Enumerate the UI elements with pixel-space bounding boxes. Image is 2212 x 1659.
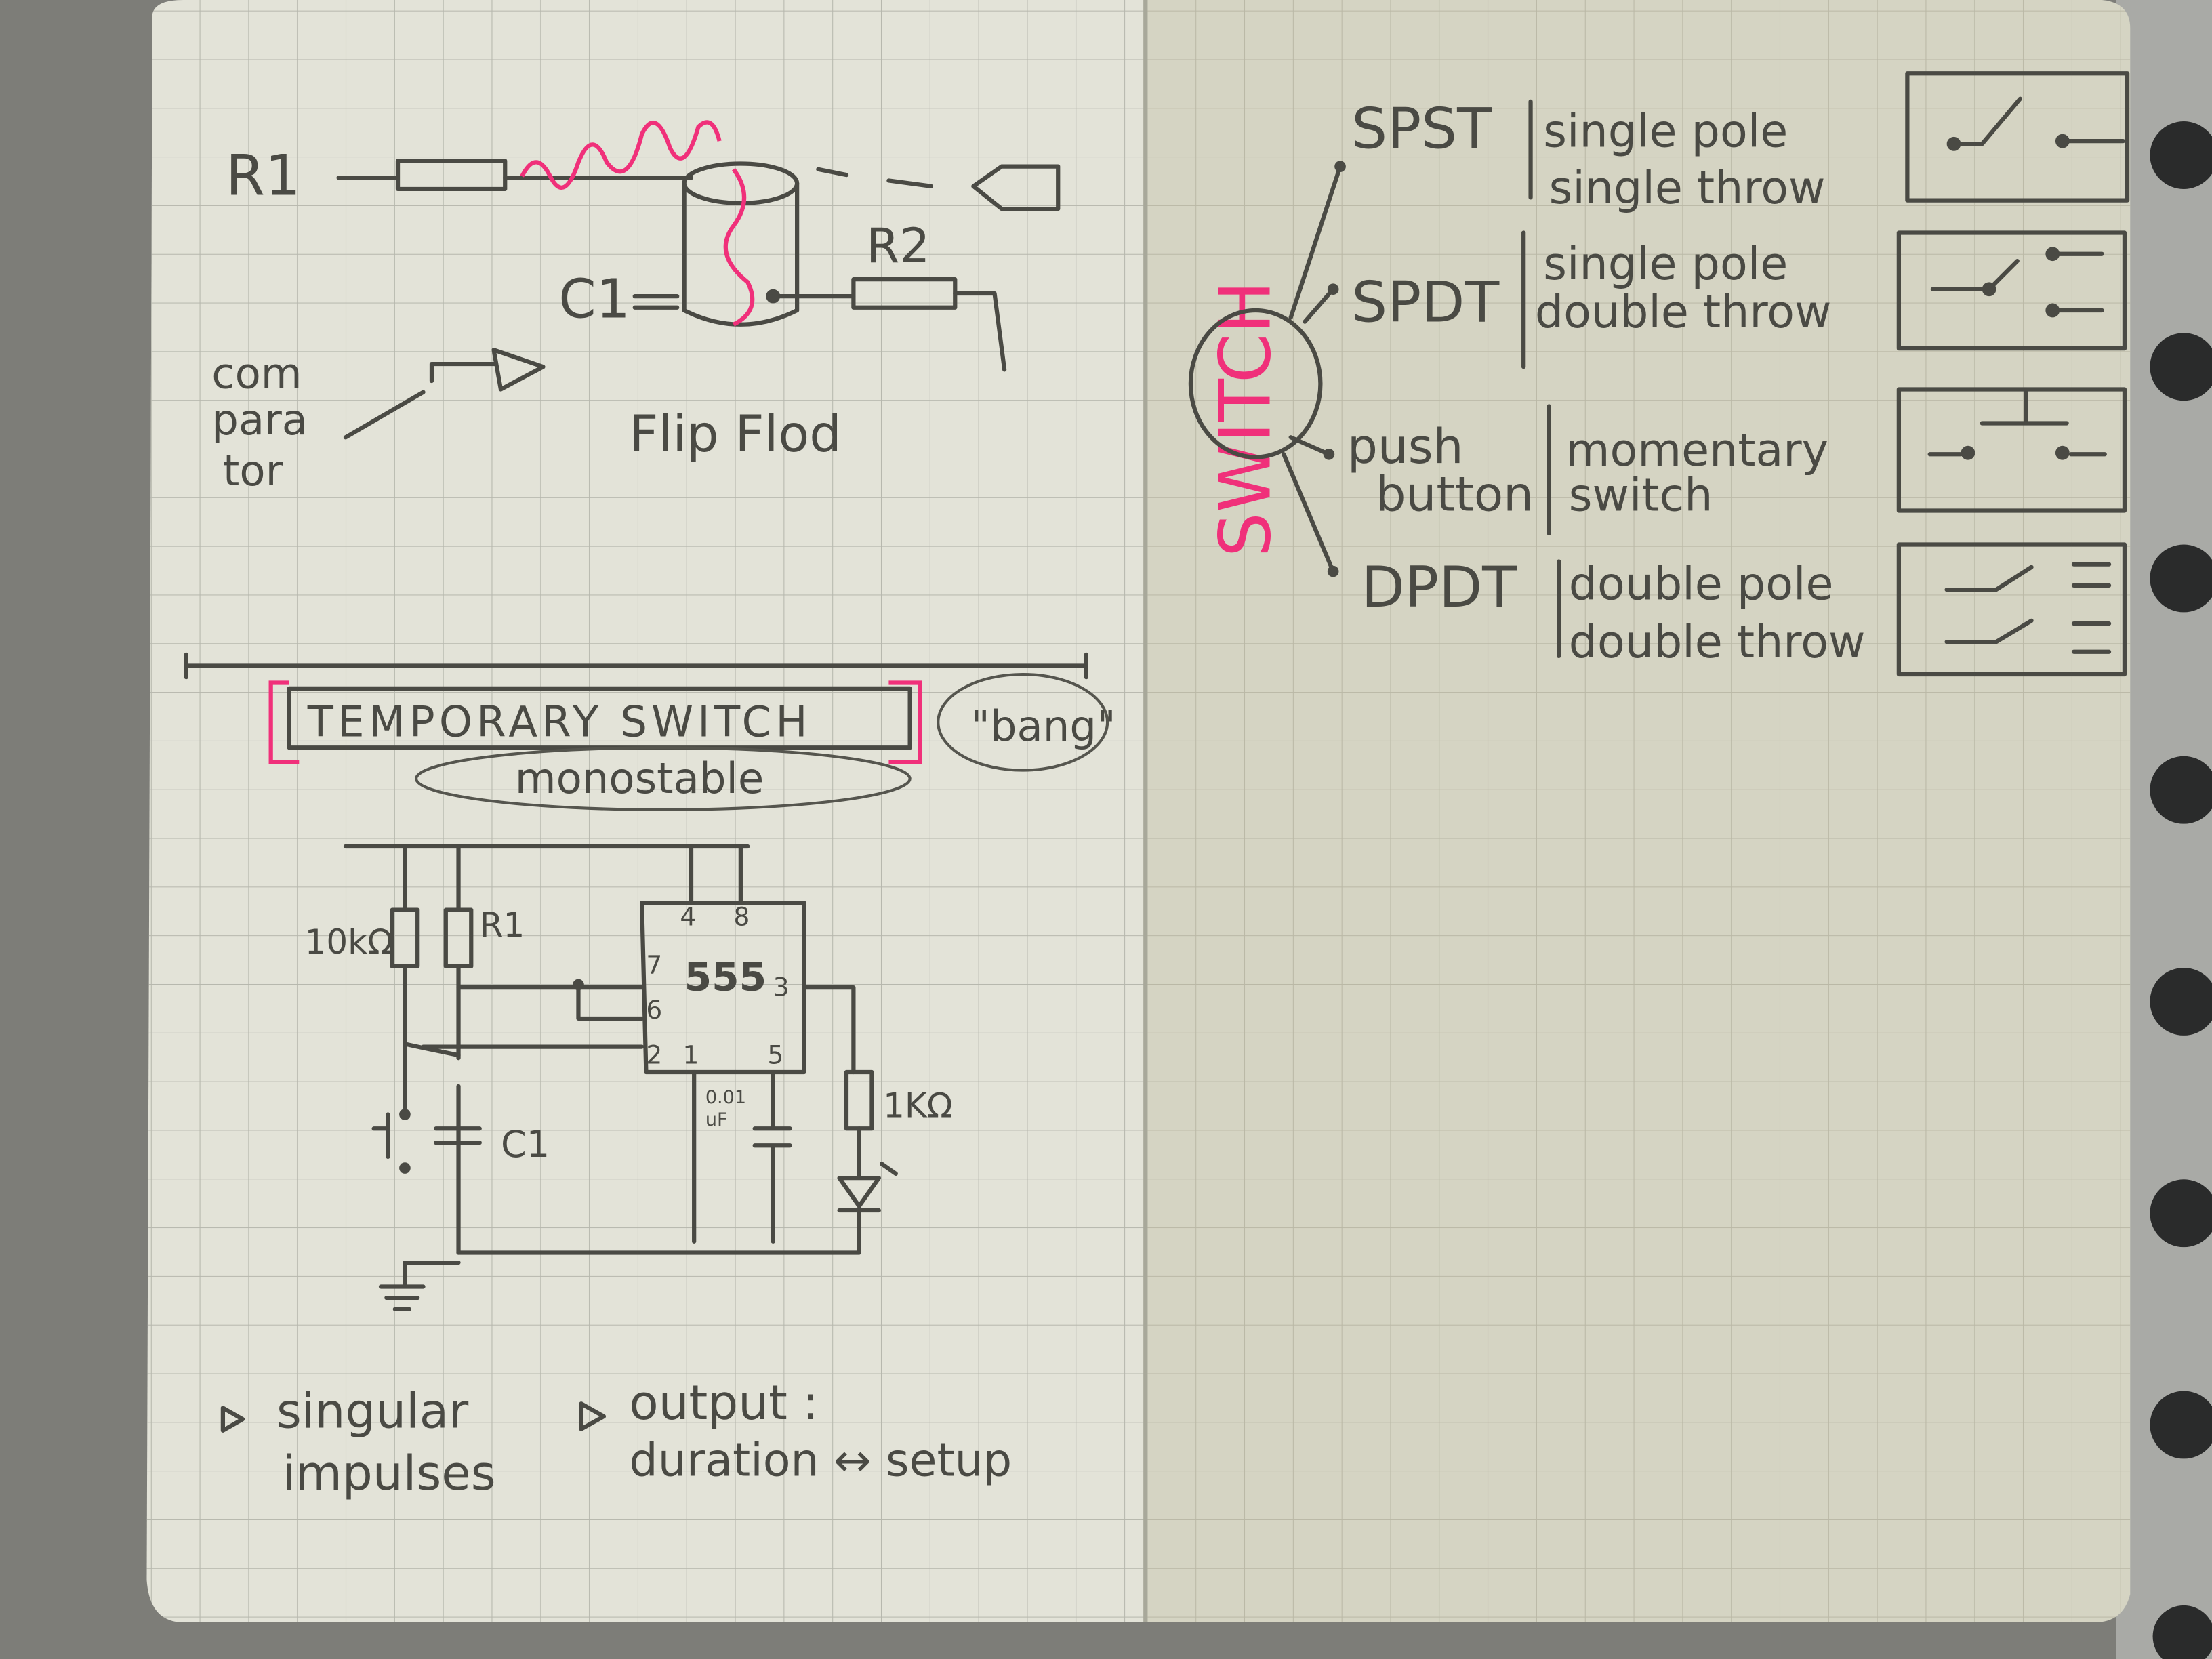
cap-small-unit: uF xyxy=(705,1109,728,1130)
bullet-icon xyxy=(579,1401,607,1431)
switch-desc-line2: double throw xyxy=(1535,285,1832,338)
switch-type-spst: SPST single pole single throw xyxy=(1351,71,2130,214)
switch-heading: SWITCH xyxy=(1204,281,1286,557)
dpdt-symbol-icon xyxy=(1896,542,2127,677)
spst-symbol-icon xyxy=(1905,71,2130,203)
cap-small-value: 0.01 xyxy=(705,1087,746,1108)
switch-abbr: SPDT xyxy=(1351,270,1500,335)
switch-desc-line1: double pole xyxy=(1569,558,1834,611)
ground-icon xyxy=(378,1239,861,1311)
amplifier-b-icon xyxy=(971,164,1061,211)
note1-line2: impulses xyxy=(282,1445,495,1501)
switch-desc-line1: single pole xyxy=(1543,237,1788,290)
switch-desc-line2: switch xyxy=(1569,469,1713,522)
c1-label: C1 xyxy=(558,268,630,330)
bullet-icon xyxy=(220,1406,245,1433)
cap-c1-label: C1 xyxy=(501,1123,550,1166)
pin-4-label: 4 xyxy=(680,902,696,932)
r1-label: R1 xyxy=(226,142,301,208)
comparator-label-3: tor xyxy=(223,446,283,495)
switch-abbr-line2: button xyxy=(1376,466,1534,523)
temporary-switch-title: TEMPORARY SWITCH xyxy=(307,697,812,747)
push-button-icon xyxy=(371,1112,390,1160)
pin-8-label: 8 xyxy=(733,902,750,932)
capacitor-c1-icon xyxy=(434,1126,482,1145)
chip-label: 555 xyxy=(684,954,767,1000)
pin-7-label: 7 xyxy=(646,949,662,979)
resistor-1k-label: 1KΩ xyxy=(883,1086,953,1126)
perforation-holes xyxy=(2150,121,2212,1659)
switch-abbr: SPST xyxy=(1351,96,1492,162)
switch-types-page: SWITCH SPST single pole single throw SPD… xyxy=(1188,71,2130,677)
pin-5-label: 5 xyxy=(767,1040,783,1070)
resistor-r1-icon xyxy=(395,159,508,192)
comparator-label-1: com xyxy=(211,348,302,398)
pin-1-label: 1 xyxy=(683,1040,699,1070)
note1-line1: singular xyxy=(276,1383,469,1439)
note2-line1: output : xyxy=(629,1374,819,1431)
note2-line2: duration ↔ setup xyxy=(629,1433,1012,1486)
switch-abbr: push xyxy=(1347,418,1463,474)
perforated-metal xyxy=(2116,0,2212,1659)
pink-scribble xyxy=(520,120,722,190)
switch-type-dpdt: DPDT double pole double throw xyxy=(1361,542,2127,677)
heading-circle xyxy=(1188,308,1323,459)
switch-desc-line1: single pole xyxy=(1543,104,1788,157)
switch-desc-line1: momentary xyxy=(1566,424,1828,476)
resistor-10k-label: 10kΩ xyxy=(305,922,394,962)
bang-aside: "bang" xyxy=(970,701,1116,751)
resistor-r1-label: R1 xyxy=(480,905,525,945)
comparator-label-2: para xyxy=(211,395,308,445)
notes: singular impulses output : duration ↔ se… xyxy=(220,1374,1012,1501)
r2-label: R2 xyxy=(866,218,930,274)
switch-type-spdt: SPDT single pole double throw xyxy=(1351,230,2127,369)
switch-type-push-button: push button momentary switch xyxy=(1347,387,2127,535)
monostable-section: TEMPORARY SWITCH "bang" monostable 10kΩ … xyxy=(184,652,1116,1501)
push-button-symbol-icon xyxy=(1896,387,2127,513)
led-icon xyxy=(837,1126,881,1244)
flipflop-caption: Flip Flod xyxy=(629,404,841,464)
spdt-symbol-icon xyxy=(1896,230,2127,351)
flipflop-sketch: R1 R2 C1 com para tor Flip Flod xyxy=(211,120,1061,495)
comparator-icon xyxy=(343,348,546,440)
resistor-10k-icon xyxy=(390,907,420,969)
resistor-r1-icon xyxy=(443,907,474,969)
switch-abbr: DPDT xyxy=(1361,554,1517,620)
pin-3-label: 3 xyxy=(773,972,790,1002)
pin-2-label: 2 xyxy=(646,1040,662,1070)
ic-555-icon xyxy=(640,901,806,1075)
switch-desc-line2: double throw xyxy=(1569,615,1866,668)
right-page xyxy=(1145,0,2131,1622)
switch-desc-line2: single throw xyxy=(1549,161,1826,214)
pin-6-label: 6 xyxy=(646,995,662,1025)
555-circuit-schematic: 10kΩ R1 555 4 8 7 6 3 2 1 5 0.01 uF 1KΩ … xyxy=(305,844,953,1311)
monostable-subtitle: monostable xyxy=(515,754,764,803)
